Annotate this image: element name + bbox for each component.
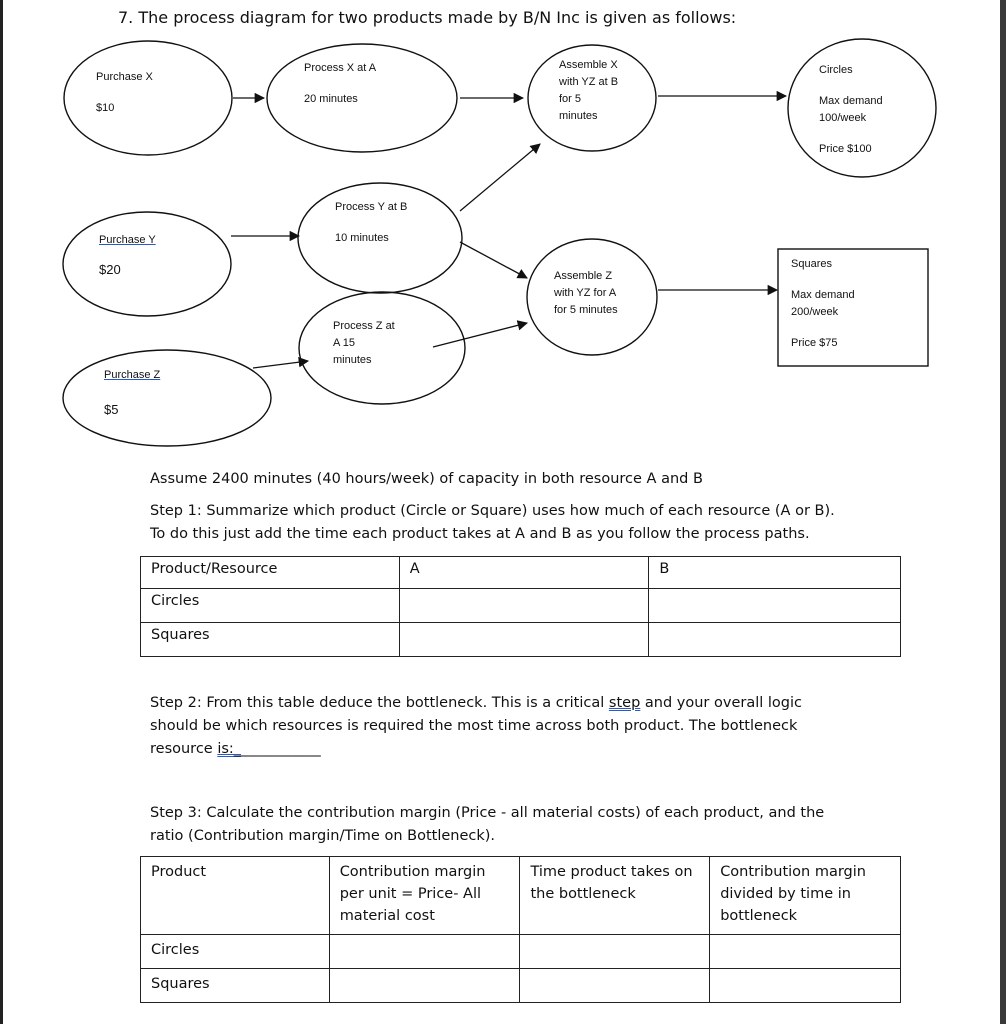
assumption-text: Assume 2400 minutes (40 hours/week) of c… (150, 471, 703, 487)
cell-squares-ratio[interactable] (709, 968, 901, 1003)
header-product: Product (140, 856, 330, 935)
question-title: 7. The process diagram for two products … (118, 8, 737, 27)
arrow-process-y-to-assemble-z (459, 241, 528, 279)
purchase-y-node (62, 211, 232, 317)
header-a: A (398, 556, 650, 589)
purchase-z-label: Purchase Z $5 (104, 369, 161, 417)
step2-line1: Step 2: From this table deduce the bottl… (150, 695, 802, 711)
purchase-x-label: Purchase X $10 (96, 71, 153, 114)
step2-line2: should be which resources is required th… (150, 718, 798, 734)
cell-squares-b[interactable] (648, 622, 901, 657)
row-label-squares: Squares (140, 622, 400, 657)
bottleneck-answer-blank[interactable]: ___________ (241, 741, 321, 757)
cell-circles-b[interactable] (648, 588, 901, 623)
arrow-process-z-to-assemble-z (432, 320, 529, 348)
table-row: Circles (140, 934, 901, 969)
circles-node (787, 38, 937, 178)
cell-circles-ratio[interactable] (709, 934, 901, 969)
cell-squares-margin[interactable] (328, 968, 521, 1003)
header-contribution-margin: Contribution margin per unit = Price- Al… (328, 856, 521, 935)
cell-circles-time[interactable] (519, 934, 711, 969)
circles-label: Circles Max demand 100/week Price $100 (819, 64, 883, 155)
cell-squares-a[interactable] (398, 622, 650, 657)
process-x-node (266, 43, 458, 153)
assemble-z-label: Assemble Z with YZ for A for 5 minutes (554, 270, 618, 316)
purchase-z-node (62, 349, 272, 447)
assemble-x-node (527, 44, 657, 152)
arrow-process-y-to-assemble-x (459, 143, 541, 212)
arrow-purchase-z-to-process-z (252, 357, 310, 369)
step2-line3: resource is:____________ (150, 741, 321, 757)
cell-squares-time[interactable] (519, 968, 711, 1003)
purchase-y-label: Purchase Y $20 (99, 234, 156, 277)
step1-line2: To do this just add the time each produc… (150, 526, 810, 542)
row-label-circles: Circles (140, 588, 400, 623)
step3-table: Product Contribution margin per unit = P… (140, 856, 901, 1003)
page-edge-left (0, 0, 3, 1024)
process-y-label: Process Y at B 10 minutes (335, 201, 408, 244)
process-diagram (62, 38, 937, 447)
purchase-x-node (63, 40, 233, 156)
process-x-label: Process X at A 20 minutes (304, 62, 377, 105)
row-label-circles: Circles (140, 934, 330, 969)
squares-label: Squares Max demand 200/week Price $75 (791, 258, 855, 349)
page-edge-right (1000, 0, 1006, 1024)
squares-node (777, 248, 929, 367)
process-z-label: Process Z at A 15 minutes (333, 320, 395, 366)
assemble-z-node (526, 238, 658, 356)
cell-circles-margin[interactable] (328, 934, 521, 969)
step3-line1: Step 3: Calculate the contribution margi… (150, 805, 825, 821)
row-label-squares: Squares (140, 968, 330, 1003)
table-row: Product/Resource A B (140, 556, 901, 589)
header-product-resource: Product/Resource (140, 556, 400, 589)
cell-circles-a[interactable] (398, 588, 650, 623)
header-time-on-bottleneck: Time product takes on the bottleneck (519, 856, 711, 935)
step1-table: Product/Resource A B Circles Squares (140, 556, 901, 657)
table-row: Squares (140, 968, 901, 1003)
header-b: B (648, 556, 901, 589)
header-margin-per-time: Contribution margin divided by time in b… (709, 856, 901, 935)
step1-line1: Step 1: Summarize which product (Circle … (150, 503, 835, 519)
process-z-node (298, 291, 466, 405)
assemble-x-label: Assemble X with YZ at B for 5 minutes (559, 59, 619, 122)
table-row: Product Contribution margin per unit = P… (140, 856, 901, 935)
table-row: Circles (140, 588, 901, 623)
step3-line2: ratio (Contribution margin/Time on Bottl… (150, 828, 496, 844)
table-row: Squares (140, 622, 901, 657)
